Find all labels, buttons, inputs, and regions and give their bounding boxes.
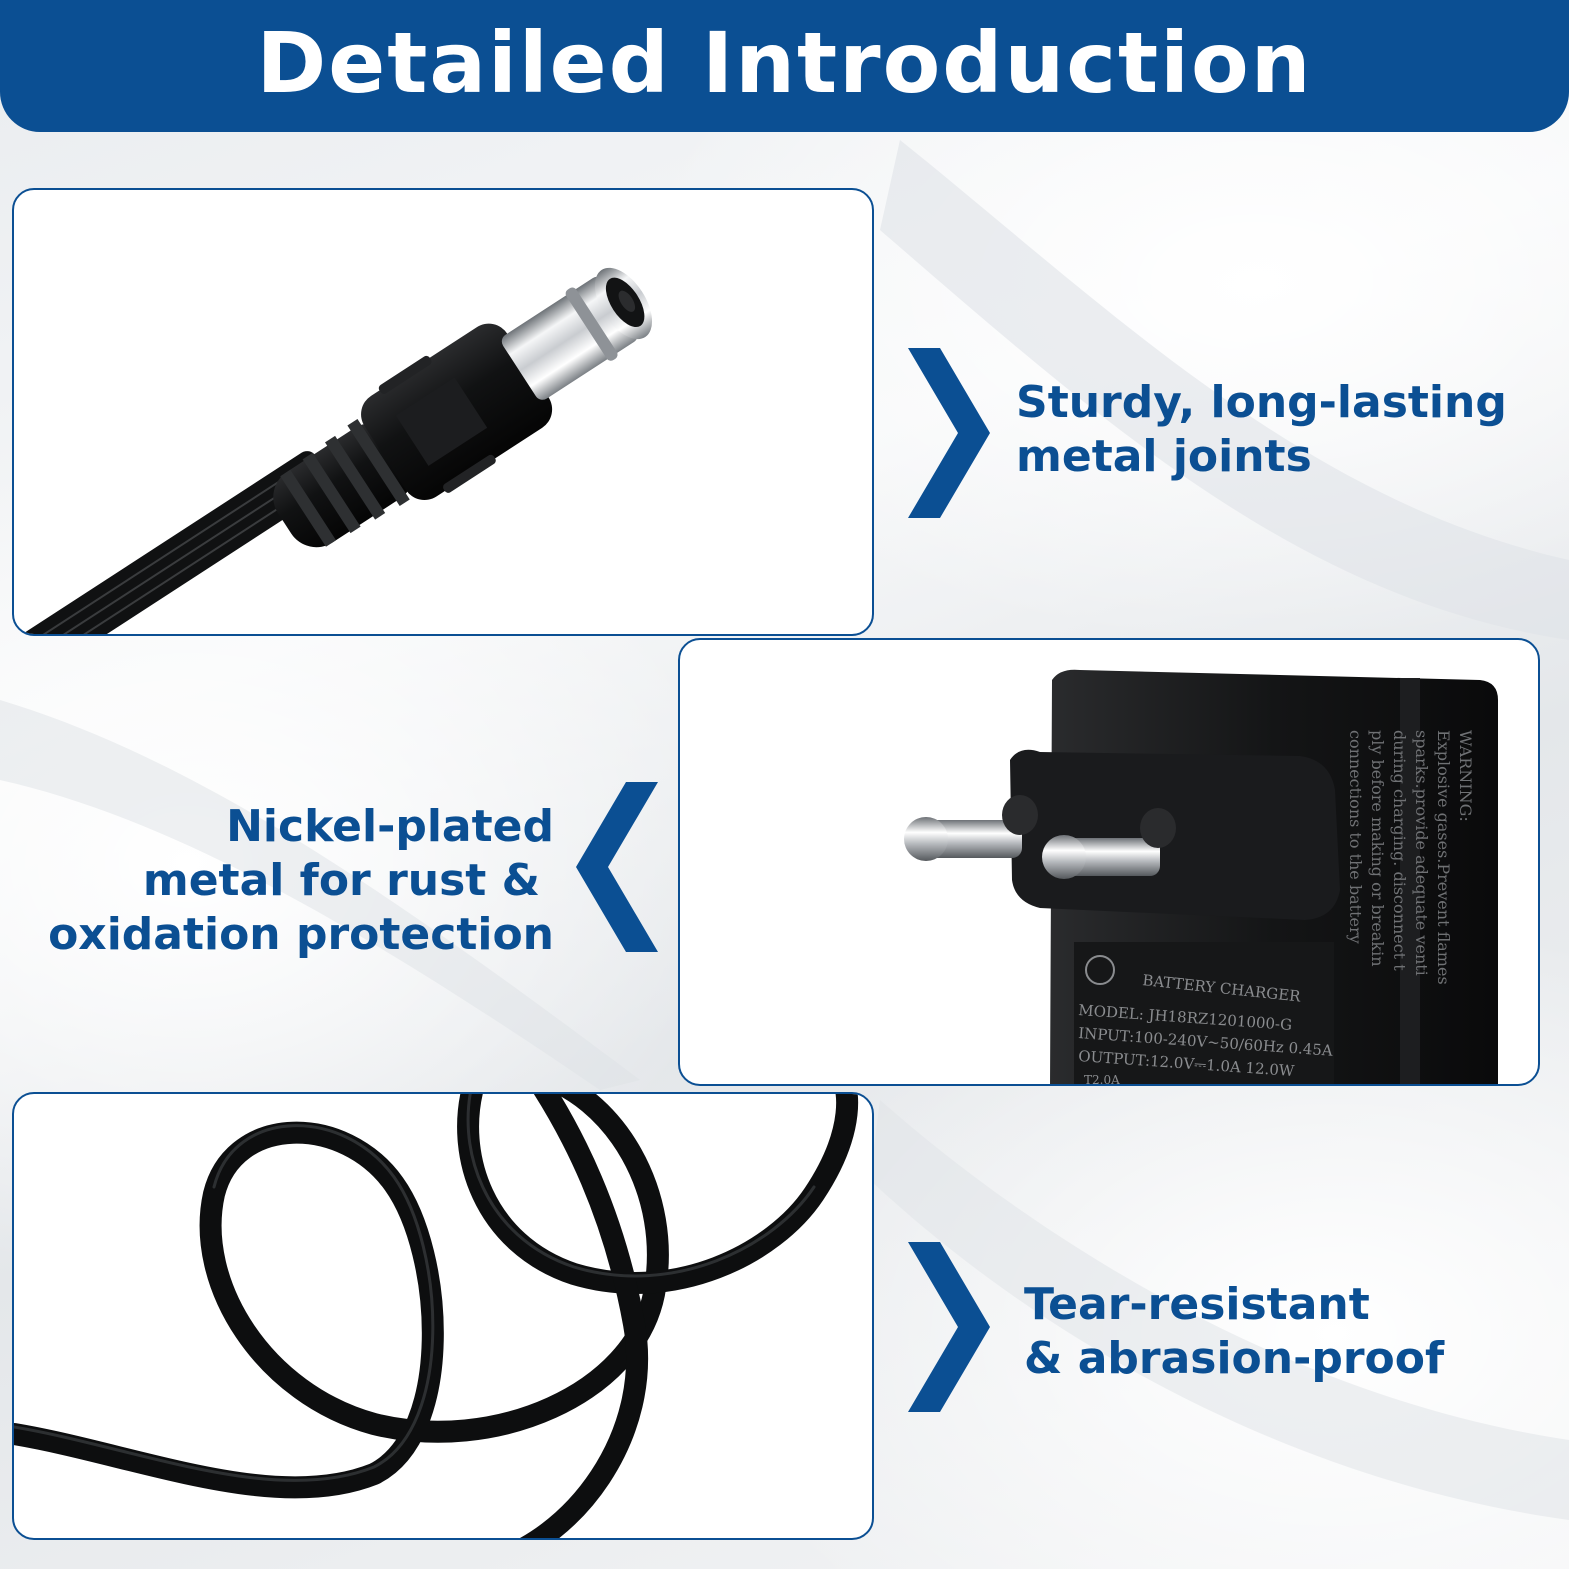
feature-line: metal joints [1016,431,1312,482]
feature-line: Nickel-plated [226,801,554,852]
feature-line: Sturdy, long-lasting [1016,377,1507,428]
dc-plug-photo [12,188,874,636]
feature-line: & abrasion-proof [1024,1333,1445,1384]
feature-line: oxidation protection [48,909,554,960]
chevron-left-icon [576,782,658,952]
header-banner: Detailed Introduction [0,0,1569,132]
charger-warning-line: Explosive gases.Prevent flames [1434,730,1453,985]
feature-metal-joints: Sturdy, long-lasting metal joints [1016,376,1507,484]
charger-photo: BATTERY CHARGER MODEL: JH18RZ1201000-G I… [678,638,1540,1086]
page-title: Detailed Introduction [256,14,1313,112]
charger-warning-line: ply before making or breakin [1368,730,1387,967]
chevron-right-icon [908,348,990,518]
coiled-cable-photo [12,1092,874,1540]
charger-warning-line: during charging. disconnect t [1390,730,1409,971]
chevron-right-icon [908,1242,990,1412]
charger-warning-line: sparks.provide adequate venti [1412,730,1431,976]
charger-fuse: T2.0A [1084,1073,1120,1086]
feature-line: Tear-resistant [1024,1279,1370,1330]
feature-line: metal for rust & [142,855,540,906]
feature-nickel-plated: Nickel-plated metal for rust & oxidation… [40,800,554,962]
charger-warning-line: connections to the battery [1346,730,1365,944]
feature-tear-resistant: Tear-resistant & abrasion-proof [1024,1278,1444,1386]
charger-warning-title: WARNING: [1456,730,1475,822]
